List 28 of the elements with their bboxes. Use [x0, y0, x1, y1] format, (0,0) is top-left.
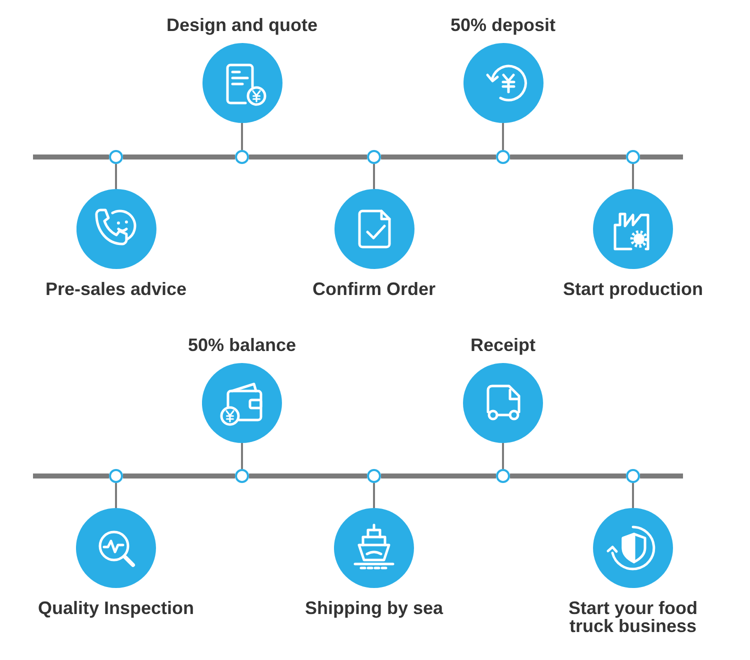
timeline-line [510, 154, 626, 160]
connector-line [373, 483, 375, 508]
step-label: Start your food truck business [568, 599, 698, 635]
connector-line [373, 164, 375, 189]
connector-line [115, 164, 117, 189]
step-label: Receipt [470, 336, 536, 354]
timeline-line [381, 154, 496, 160]
step-label: Start production [563, 280, 703, 298]
step-label: 50% balance [188, 336, 296, 354]
connector-line [632, 164, 634, 189]
connector-line [115, 483, 117, 508]
timeline-line [123, 154, 235, 160]
connector-line [502, 443, 504, 469]
connector-line [241, 123, 243, 150]
connector-line [632, 483, 634, 508]
step-label: Pre-sales advice [45, 280, 187, 298]
step-label: Quality Inspection [38, 599, 194, 617]
step-label: Design and quote [166, 16, 318, 34]
timeline-line [381, 474, 496, 478]
connector-line [241, 443, 243, 469]
timeline-line [249, 474, 367, 478]
connector-line [502, 123, 504, 150]
timeline-line [123, 474, 235, 478]
step-label: Shipping by sea [304, 599, 444, 617]
timeline-line [510, 474, 626, 478]
step-label: 50% deposit [450, 16, 556, 34]
step-label: Confirm Order [312, 280, 436, 298]
timeline-line [249, 154, 367, 160]
